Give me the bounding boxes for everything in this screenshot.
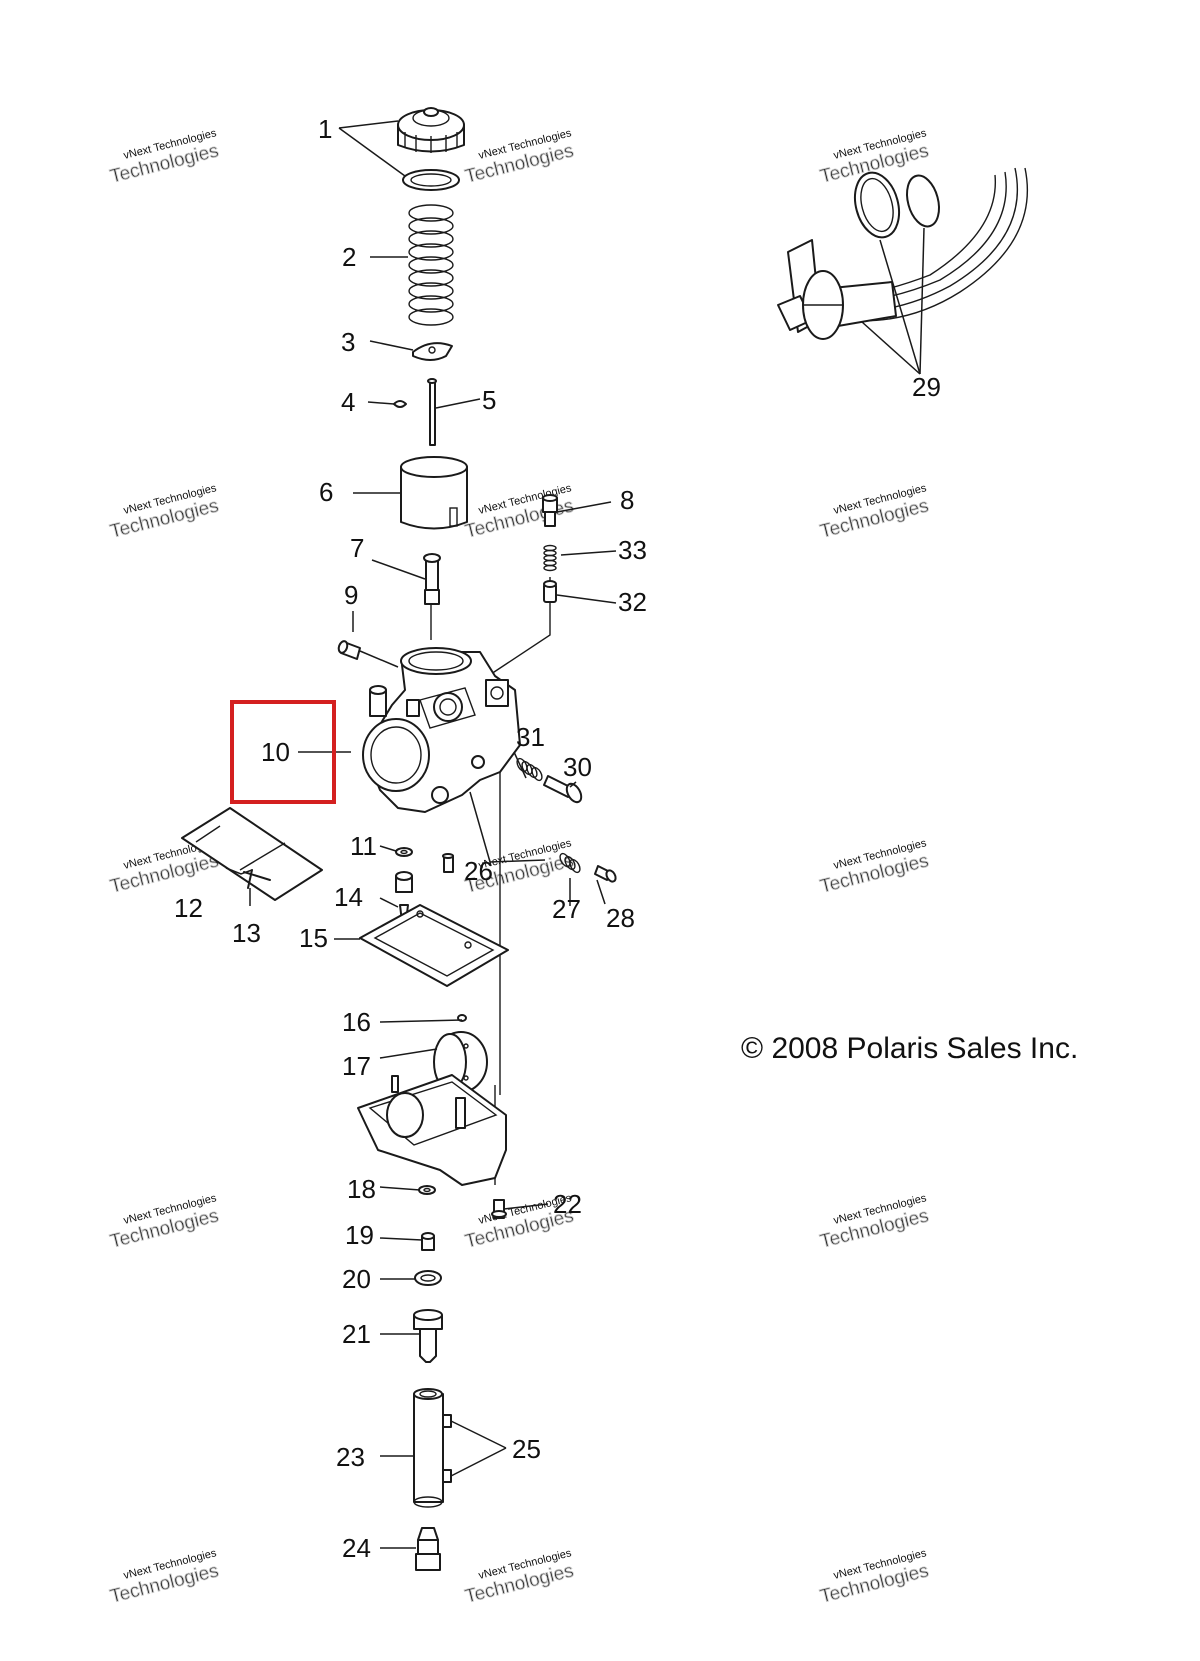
part-4-clip: [393, 400, 407, 408]
part-8-cap-screw: [542, 494, 558, 527]
part-31-spring: [516, 757, 543, 782]
part-25-clamp: [442, 1414, 452, 1483]
callout-33: 33: [618, 535, 647, 565]
callout-23: 23: [336, 1442, 365, 1472]
watermark: vNext Technologies Technologies: [818, 837, 932, 898]
callout-30: 30: [563, 752, 592, 782]
watermark: vNext Technologies Technologies: [818, 1547, 932, 1608]
watermark: vNext Technologies Technologies: [463, 1547, 577, 1608]
callout-4: 4: [341, 387, 355, 417]
float-bowl: [357, 1074, 507, 1186]
assembly-axis-line: [481, 577, 551, 681]
callout-31: 31: [516, 722, 545, 752]
callout-27: 27: [552, 894, 581, 924]
callout-14: 14: [334, 882, 363, 912]
part-13-throttle-link: [243, 869, 271, 889]
part-20-o-ring: [414, 1270, 442, 1286]
part-21-needle-jet: [413, 1309, 443, 1363]
callout-29: 29: [912, 372, 941, 402]
callout-12: 12: [174, 893, 203, 923]
part-1-top-cap: [397, 107, 465, 153]
part-17-float: [433, 1031, 488, 1093]
watermark: vNext Technologies Technologies: [108, 127, 222, 188]
part-12-bracket-plate: [181, 807, 323, 901]
callout-3: 3: [341, 327, 355, 357]
callout-28: 28: [606, 903, 635, 933]
callout-16: 16: [342, 1007, 371, 1037]
callout-11: 11: [350, 831, 377, 861]
callout-21: 21: [342, 1319, 371, 1349]
part-19-main-jet: [421, 1232, 435, 1251]
watermark: vNext Technologies Technologies: [108, 1547, 222, 1608]
part-7-adjuster-screw: [423, 553, 441, 605]
part-22-drain-screw: [491, 1199, 507, 1219]
part-33-spring: [543, 544, 557, 572]
callout-26: 26: [464, 856, 493, 886]
callout-25: 25: [512, 1434, 541, 1464]
part-1-gasket: [402, 169, 460, 191]
callout-1: 1: [318, 114, 332, 144]
callout-9: 9: [344, 580, 358, 610]
part-29-throttle-lever-assembly: [777, 167, 1029, 340]
part-28-screw: [594, 865, 617, 883]
part-15-bowl-gasket: [359, 904, 509, 987]
callout-24: 24: [342, 1533, 371, 1563]
watermark: vNext Technologies Technologies: [463, 127, 577, 188]
part-23-drain-tube: [413, 1388, 444, 1508]
callout-8: 8: [620, 485, 634, 515]
callout-10: 10: [261, 737, 290, 767]
highlight-box-part-10: [230, 700, 336, 804]
callout-6: 6: [319, 477, 333, 507]
part-30-air-screw: [543, 775, 583, 804]
part-3-retainer-plate: [412, 342, 453, 361]
copyright-notice: © 2008 Polaris Sales Inc.: [741, 1032, 1078, 1065]
callout-20: 20: [342, 1264, 371, 1294]
part-24-drain-fitting: [415, 1527, 441, 1571]
watermark: vNext Technologies Technologies: [108, 1192, 222, 1253]
part-26-jet: [442, 853, 454, 873]
callout-5: 5: [482, 385, 496, 415]
callout-19: 19: [345, 1220, 374, 1250]
part-27-spring: [559, 852, 581, 874]
callout-13: 13: [232, 918, 261, 948]
part-2-spring: [408, 204, 454, 326]
callout-22: 22: [553, 1189, 582, 1219]
callout-17: 17: [342, 1051, 371, 1081]
callout-15: 15: [299, 923, 328, 953]
watermark: vNext Technologies Technologies: [463, 482, 577, 543]
leader-lines: [225, 120, 925, 1549]
part-10-carburetor-body: [362, 647, 521, 813]
watermark: vNext Technologies Technologies: [818, 1192, 932, 1253]
part-5-jet-needle: [427, 378, 437, 446]
callout-labels: 1 2 3 4 5 6 7 8 9 10 11 12 13 14 15 16 1…: [174, 114, 941, 1563]
callout-7: 7: [350, 533, 364, 563]
watermark: vNext Technologies Technologies: [818, 482, 932, 543]
part-6-throttle-slide: [400, 456, 468, 530]
callout-2: 2: [342, 242, 356, 272]
callout-32: 32: [618, 587, 647, 617]
callout-18: 18: [347, 1174, 376, 1204]
part-9-pin: [337, 640, 361, 660]
part-11-washer: [395, 847, 413, 857]
part-32-pilot-plunger: [543, 580, 557, 603]
part-14-needle-valve: [395, 871, 413, 923]
part-18-washer: [418, 1185, 436, 1195]
watermark: vNext Technologies Technologies: [108, 482, 222, 543]
